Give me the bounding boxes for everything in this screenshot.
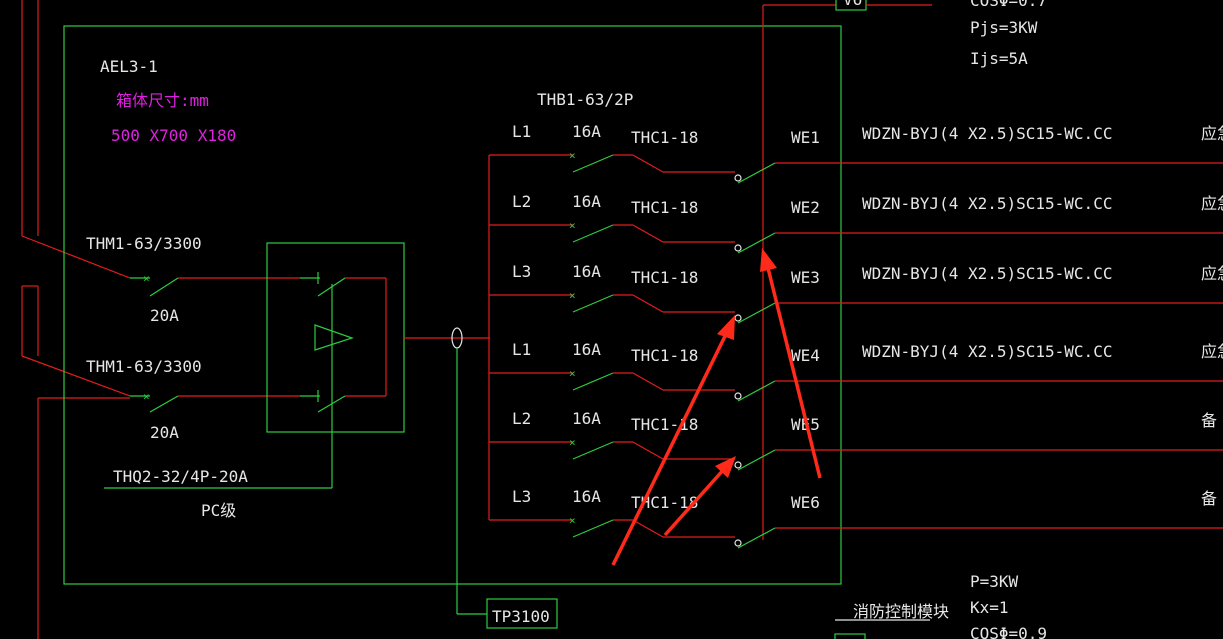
svg-text:×: × xyxy=(569,436,576,449)
branch-rating: 16A xyxy=(572,409,601,428)
fire-module-label: 消防控制模块 xyxy=(853,602,949,621)
branch-cable: WDZN-BYJ(4 X2.5)SC15-WC.CC xyxy=(862,264,1112,283)
supply-lines xyxy=(21,0,131,639)
branch-phase: L1 xyxy=(512,340,531,359)
branch-phase: L3 xyxy=(512,262,531,281)
branch-circuit-id: WE6 xyxy=(791,493,820,512)
branch-phase: L2 xyxy=(512,192,531,211)
branch-tail: 应急 xyxy=(1201,342,1223,361)
branch-circuit-id: WE2 xyxy=(791,198,820,217)
branch-contactor: THC1-18 xyxy=(631,268,698,287)
branch-rating: 16A xyxy=(572,487,601,506)
fire-control-module xyxy=(834,619,930,639)
tp-box xyxy=(486,598,558,629)
top-cos: COSΦ=0.7 xyxy=(970,0,1047,10)
svg-text:×: × xyxy=(569,289,576,302)
branch-contactor: THC1-18 xyxy=(631,493,698,512)
bottom-cos: COSΦ=0.9 xyxy=(970,624,1047,639)
svg-text:×: × xyxy=(143,272,150,285)
bottom-kx: Kx=1 xyxy=(970,598,1009,617)
branch-cable: WDZN-BYJ(4 X2.5)SC15-WC.CC xyxy=(862,194,1112,213)
ats-model: THQ2-32/4P-20A xyxy=(113,467,248,486)
branch-we2[interactable]: × L2 16A THC1-18 WE2 WDZN-BYJ(4 X2.5)SC15-WC.… xyxy=(489,192,1223,254)
branch-contactor: THC1-18 xyxy=(631,346,698,365)
ats-grade: PC级 xyxy=(201,501,236,520)
incomer-2-model: THM1-63/3300 xyxy=(86,357,202,376)
box-dims: 500 X700 X180 xyxy=(111,126,236,145)
branch-circuit-id: WE3 xyxy=(791,268,820,287)
branch-phase: L2 xyxy=(512,409,531,428)
incomer-1-rating: 20A xyxy=(150,306,179,325)
branch-rating: 16A xyxy=(572,262,601,281)
branch-rating: 16A xyxy=(572,122,601,141)
branch-contactor: THC1-18 xyxy=(631,128,698,147)
branch-circuit-id: WE1 xyxy=(791,128,820,147)
branch-header: THB1-63/2P xyxy=(537,90,633,109)
svg-text:×: × xyxy=(569,149,576,162)
incomer-breaker-1[interactable]: × xyxy=(130,272,300,297)
top-tag: V6 xyxy=(843,0,862,9)
branch-phase: L3 xyxy=(512,487,531,506)
branch-we6[interactable]: × L3 16A THC1-18 WE6 备 xyxy=(489,487,1223,549)
svg-text:×: × xyxy=(569,514,576,527)
svg-text:×: × xyxy=(569,219,576,232)
incomer-1-model: THM1-63/3300 xyxy=(86,234,202,253)
branch-rating: 16A xyxy=(572,192,601,211)
panel-name: AEL3-1 xyxy=(100,57,158,76)
bottom-p: P=3KW xyxy=(970,572,1019,591)
branch-tail: 应急 xyxy=(1201,124,1223,143)
branch-we4[interactable]: × L1 16A THC1-18 WE4 WDZN-BYJ(4 X2.5)SC15-WC.… xyxy=(489,340,1223,402)
box-size-label: 箱体尺寸:mm xyxy=(116,91,209,110)
branch-contactor: THC1-18 xyxy=(631,415,698,434)
top-ijs: Ijs=5A xyxy=(970,49,1028,68)
svg-text:×: × xyxy=(569,367,576,380)
branch-tail: 备 xyxy=(1201,489,1217,508)
branch-phase: L1 xyxy=(512,122,531,141)
incomer-2-rating: 20A xyxy=(150,423,179,442)
panel-enclosure xyxy=(63,25,842,585)
branch-cable: WDZN-BYJ(4 X2.5)SC15-WC.CC xyxy=(862,342,1112,361)
upper-feed xyxy=(762,0,932,540)
branch-tail: 备 xyxy=(1201,411,1217,430)
svg-text:×: × xyxy=(143,390,150,403)
annotation-arrows xyxy=(611,248,822,566)
main-bus xyxy=(404,155,490,615)
top-pjs: Pjs=3KW xyxy=(970,18,1038,37)
tp-box-label: TP3100 xyxy=(492,607,550,626)
incomer-breaker-2[interactable]: × xyxy=(130,390,300,413)
branch-tail: 应急 xyxy=(1201,194,1223,213)
branch-we1[interactable]: × L1 16A THC1-18 WE1 WDZN-BYJ(4 X2.5)SC15-WC.… xyxy=(489,122,1223,184)
branch-contactor: THC1-18 xyxy=(631,198,698,217)
branch-circuit-id: WE4 xyxy=(791,346,820,365)
branch-tail: 应急 xyxy=(1201,264,1223,283)
branch-we3[interactable]: × L3 16A THC1-18 WE3 WDZN-BYJ(4 X2.5)SC15-WC.… xyxy=(489,262,1223,324)
branch-rating: 16A xyxy=(572,340,601,359)
branch-cable: WDZN-BYJ(4 X2.5)SC15-WC.CC xyxy=(862,124,1112,143)
